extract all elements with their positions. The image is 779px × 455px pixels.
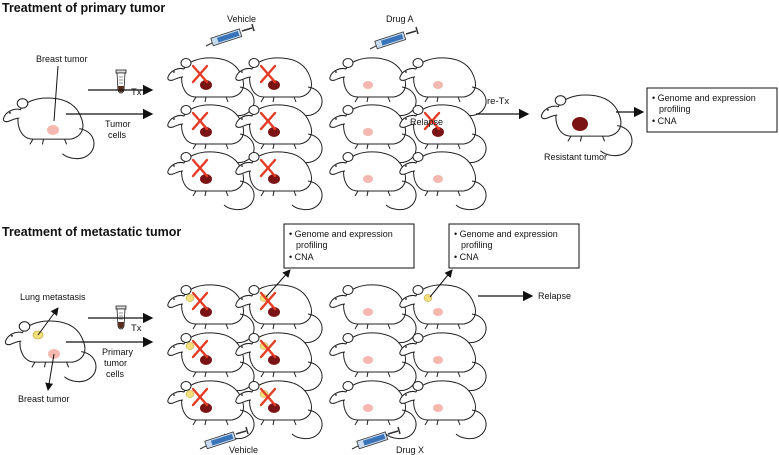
profiling-line-3: • CNA <box>454 252 479 262</box>
vehicle-label: Vehicle <box>227 14 256 24</box>
profiling-box-primary: • Genome and expression profiling • CNA <box>646 87 778 133</box>
retx-label: re-Tx <box>487 96 509 107</box>
vehicle-group-metastatic <box>167 284 323 440</box>
profiling-box-drug: • Genome and expression profiling • CNA <box>448 223 580 269</box>
relapse-label-primary: Relapse <box>410 117 443 127</box>
vehicle-group-primary <box>167 57 323 211</box>
cells-label-2: cells <box>108 130 127 140</box>
resistant-tumor-dark <box>572 117 588 131</box>
profiling-line-2: profiling <box>296 240 328 250</box>
cells-label-2: tumor <box>104 358 127 368</box>
drug-x-label: Drug X <box>396 445 424 455</box>
tx-label-metastatic: Tx <box>131 323 142 334</box>
drug-x-group <box>329 284 487 440</box>
syringe-icon <box>205 23 255 47</box>
profiling-line-3: • CNA <box>289 252 314 262</box>
relapse-label-metastatic: Relapse <box>538 291 571 301</box>
arrow-to-profiling-drug <box>429 269 453 298</box>
tumor-dark <box>200 127 212 137</box>
profiling-line-2: profiling <box>461 240 493 250</box>
tumor-dark <box>200 174 212 184</box>
lung-metastasis-label: Lung metastasis <box>20 292 86 302</box>
pointer-line <box>45 353 55 391</box>
profiling-line-3: • CNA <box>652 116 677 126</box>
breast-tumor-label: Breast tumor <box>36 54 88 64</box>
pointer-line <box>37 307 59 336</box>
source-mouse-primary <box>2 97 95 160</box>
tumor-dark <box>268 80 280 90</box>
tx-label: Tx <box>131 87 142 98</box>
tumor-dark <box>200 80 212 90</box>
resistant-tumor-label: Resistant tumor <box>544 152 607 162</box>
tumor-light <box>363 128 373 136</box>
cells-label-1: Primary <box>102 347 133 357</box>
metastatic-section-title: Treatment of metastatic tumor <box>2 225 181 239</box>
cells-label-1: Tumor <box>105 119 131 129</box>
tumor-dark <box>268 127 280 137</box>
tumor-light <box>433 81 443 89</box>
profiling-line-1: • Genome and expression <box>454 229 558 239</box>
breast-tumor-label-metastatic: Breast tumor <box>18 394 70 404</box>
drug-a-group <box>329 57 487 211</box>
drug-a-label: Drug A <box>386 14 414 24</box>
pointer-line <box>53 65 59 122</box>
mouse-icon <box>399 151 487 211</box>
resistant-mouse <box>540 94 633 157</box>
profiling-line-2: profiling <box>659 104 691 114</box>
syringe-icon <box>369 26 419 50</box>
mouse-icon <box>329 380 417 440</box>
tumor-light <box>363 175 373 183</box>
profiling-line-1: • Genome and expression <box>289 229 393 239</box>
breast-tumor-light <box>47 125 59 135</box>
tumor-light <box>433 175 443 183</box>
mouse-icon <box>399 380 487 440</box>
arrow-to-profiling-vehicle <box>265 269 291 298</box>
tumor-light <box>363 81 373 89</box>
primary-section-title: Treatment of primary tumor <box>2 1 165 15</box>
cells-label-3: cells <box>106 369 125 379</box>
tumor-dark <box>432 127 444 137</box>
vehicle-label-metastatic: Vehicle <box>229 445 258 455</box>
tumor-dark <box>268 174 280 184</box>
mouse-icon <box>329 151 417 211</box>
profiling-box-vehicle: • Genome and expression profiling • CNA <box>283 223 415 269</box>
profiling-line-1: • Genome and expression <box>652 93 756 103</box>
